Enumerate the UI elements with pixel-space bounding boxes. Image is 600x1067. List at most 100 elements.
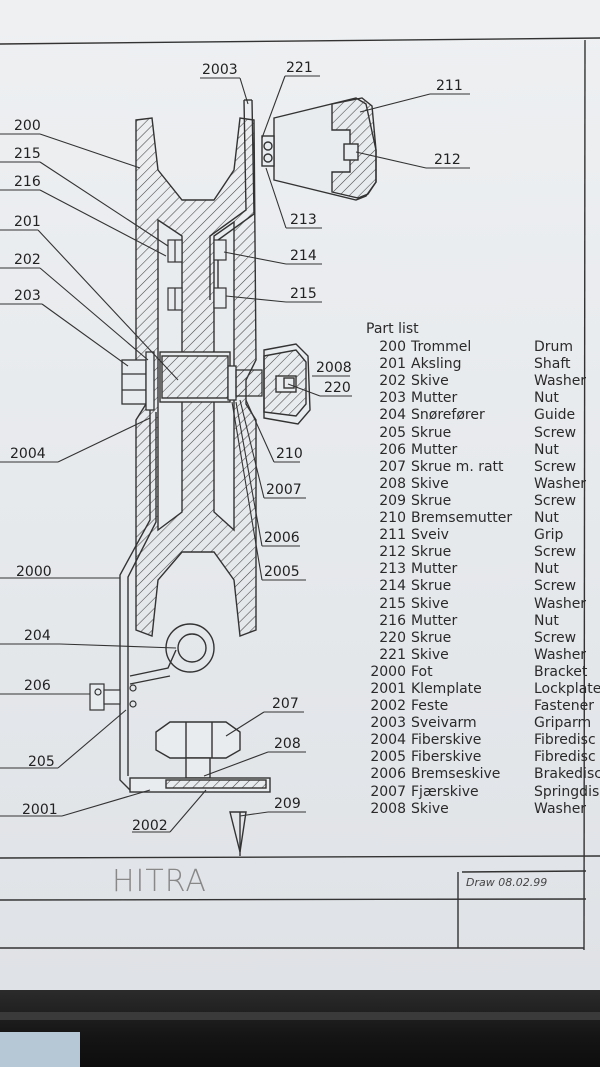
part-number: 2004 [370,732,406,749]
drawing-sheet: 2003 221 211 200 215 212 216 213 201 214… [0,0,600,990]
part-list-row: 221 Skive Washer [366,647,596,664]
part-number: 202 [379,373,406,390]
part-name-english: Screw [534,492,577,509]
part-name-norwegian: Mutter [411,561,458,578]
part-name-english: Screw [534,424,577,441]
part-name-norwegian: Mutter [411,441,458,458]
part-name-norwegian: Mutter [411,390,458,407]
callout-2006: 2006 [264,530,300,546]
part-list-row: 213 Mutter Nut [366,561,596,578]
griparm [209,99,255,300]
part-number: 2008 [370,800,406,817]
part-name-english: Washer [534,475,587,492]
monitor-bezel [0,990,600,1067]
part-list-row: 212 Skrue Screw [366,544,596,561]
part-name-norwegian: Skrue [411,544,452,561]
part-number: 212 [379,544,406,561]
callout-209: 209 [274,796,301,812]
part-name-norwegian: Mutter [411,612,458,629]
part-name-norwegian: Snørefører [411,407,485,424]
part-list-title: Part list [366,321,419,337]
callout-220: 220 [324,380,351,396]
callout-212: 212 [434,152,461,168]
shaft-nut [121,351,263,411]
part-number: 205 [379,424,406,441]
part-number: 200 [379,339,406,356]
bracket [119,410,157,791]
callout-216: 216 [14,174,41,190]
part-number: 209 [379,492,406,509]
callout-221: 221 [286,60,313,76]
part-list-row: 2002 Feste Fastener [366,698,596,715]
title-block-name: HITRA [112,864,207,899]
part-name-english: Nut [534,561,559,578]
part-number: 208 [379,475,406,492]
part-number: 2007 [370,783,406,800]
part-name-norwegian: Fot [411,663,433,680]
part-name-english: Screw [534,544,577,561]
part-name-norwegian: Fjærskive [411,783,479,800]
part-name-english: Nut [534,390,559,407]
callout-202: 202 [14,252,41,268]
callout-206: 206 [24,678,51,694]
callout-207: 207 [272,696,299,712]
part-number: 207 [379,458,406,475]
part-name-norwegian: Skive [411,800,449,817]
callout-204: 204 [24,628,51,644]
part-name-english: Fastener [534,698,594,715]
part-number: 221 [379,646,406,663]
part-name-english: Guide [534,407,576,424]
callout-213: 213 [290,212,317,228]
part-name-english: Nut [534,612,559,629]
callout-215: 215 [14,146,41,162]
part-number: 214 [379,578,406,595]
part-name-norwegian: Klemplate [411,680,482,697]
callout-2000: 2000 [16,564,52,580]
callout-2005: 2005 [264,564,300,580]
clamp-screw [129,721,271,856]
part-name-english: Grip [534,527,564,544]
brake-nut [263,343,311,425]
part-name-english: Lockplate [534,680,600,697]
part-name-english: Washer [534,646,587,663]
part-number: 203 [379,390,406,407]
callout-2004: 2004 [10,446,46,462]
part-name-norwegian: Sveivarm [411,715,477,732]
part-name-norwegian: Skive [411,646,449,663]
part-name-english: Screw [534,578,577,595]
bolts [167,239,227,311]
part-name-norwegian: Skrue [411,492,452,509]
part-number: 204 [379,407,406,424]
desk-object [0,1032,80,1067]
part-number: 2002 [370,698,406,715]
part-name-norwegian: Feste [411,698,449,715]
part-list-row: 207 Skrue m. ratt Screw [366,459,596,476]
part-number: 210 [379,510,406,527]
callout-2007: 2007 [266,482,302,498]
callout-2001: 2001 [22,802,58,818]
part-name-english: Brakedisc [534,766,600,783]
callout-214: 214 [290,248,317,264]
part-name-norwegian: Skrue m. ratt [411,458,504,475]
part-name-english: Washer [534,595,587,612]
part-number: 213 [379,561,406,578]
part-number: 206 [379,441,406,458]
part-name-english: Screw [534,458,577,475]
monitor-bezel-edge [0,1012,600,1020]
part-name-english: Screw [534,629,577,646]
part-number: 215 [379,595,406,612]
grip [261,97,377,201]
